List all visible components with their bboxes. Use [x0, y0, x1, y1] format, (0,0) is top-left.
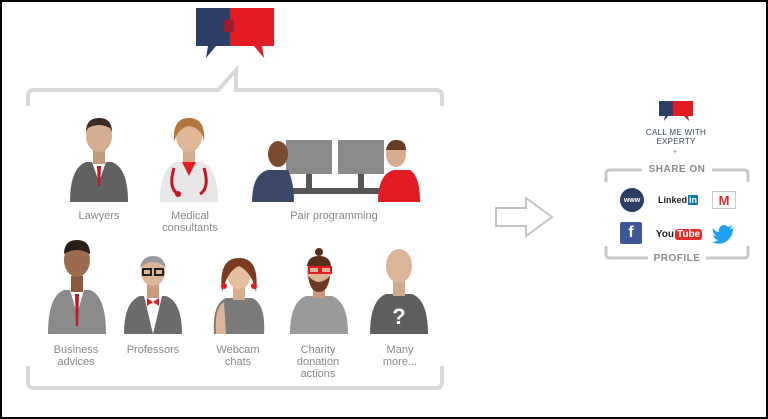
profile-title: PROFILE — [653, 253, 701, 264]
experty-small-logo — [659, 101, 693, 121]
share-on-title: SHARE ON — [648, 164, 706, 175]
professor-figure — [124, 256, 182, 334]
twitter-icon[interactable] — [712, 224, 736, 244]
label-webcam: Webcam chats — [216, 344, 260, 368]
label-charity: Charity donation actions — [296, 344, 340, 380]
arrow-right-icon — [495, 196, 554, 238]
speech-bracket — [26, 66, 444, 390]
label-lawyers: Lawyers — [78, 210, 120, 222]
gmail-icon[interactable]: M — [712, 191, 736, 209]
label-many-more: Many more... — [382, 344, 418, 368]
webcam-figure — [213, 258, 265, 334]
many-more-figure: ? — [370, 249, 428, 334]
pair-programming-figure — [252, 140, 420, 202]
label-professors: Professors — [126, 344, 180, 356]
plus-divider-icon: + — [672, 147, 678, 156]
label-medical: Medical consultants — [162, 210, 218, 234]
business-figure — [48, 240, 106, 334]
profile-tagline: CALL ME WITH EXPERTY — [645, 128, 707, 146]
www-icon[interactable]: www — [620, 188, 644, 212]
share-bracket — [604, 168, 750, 260]
experty-logo — [196, 8, 274, 58]
svg-text:?: ? — [392, 304, 405, 329]
doctor-figure — [160, 118, 218, 202]
charity-figure — [290, 248, 348, 334]
label-business: Business advices — [53, 344, 99, 368]
lawyer-figure — [70, 118, 128, 202]
facebook-icon[interactable]: f — [620, 222, 642, 244]
label-pair-programming: Pair programming — [290, 210, 378, 222]
